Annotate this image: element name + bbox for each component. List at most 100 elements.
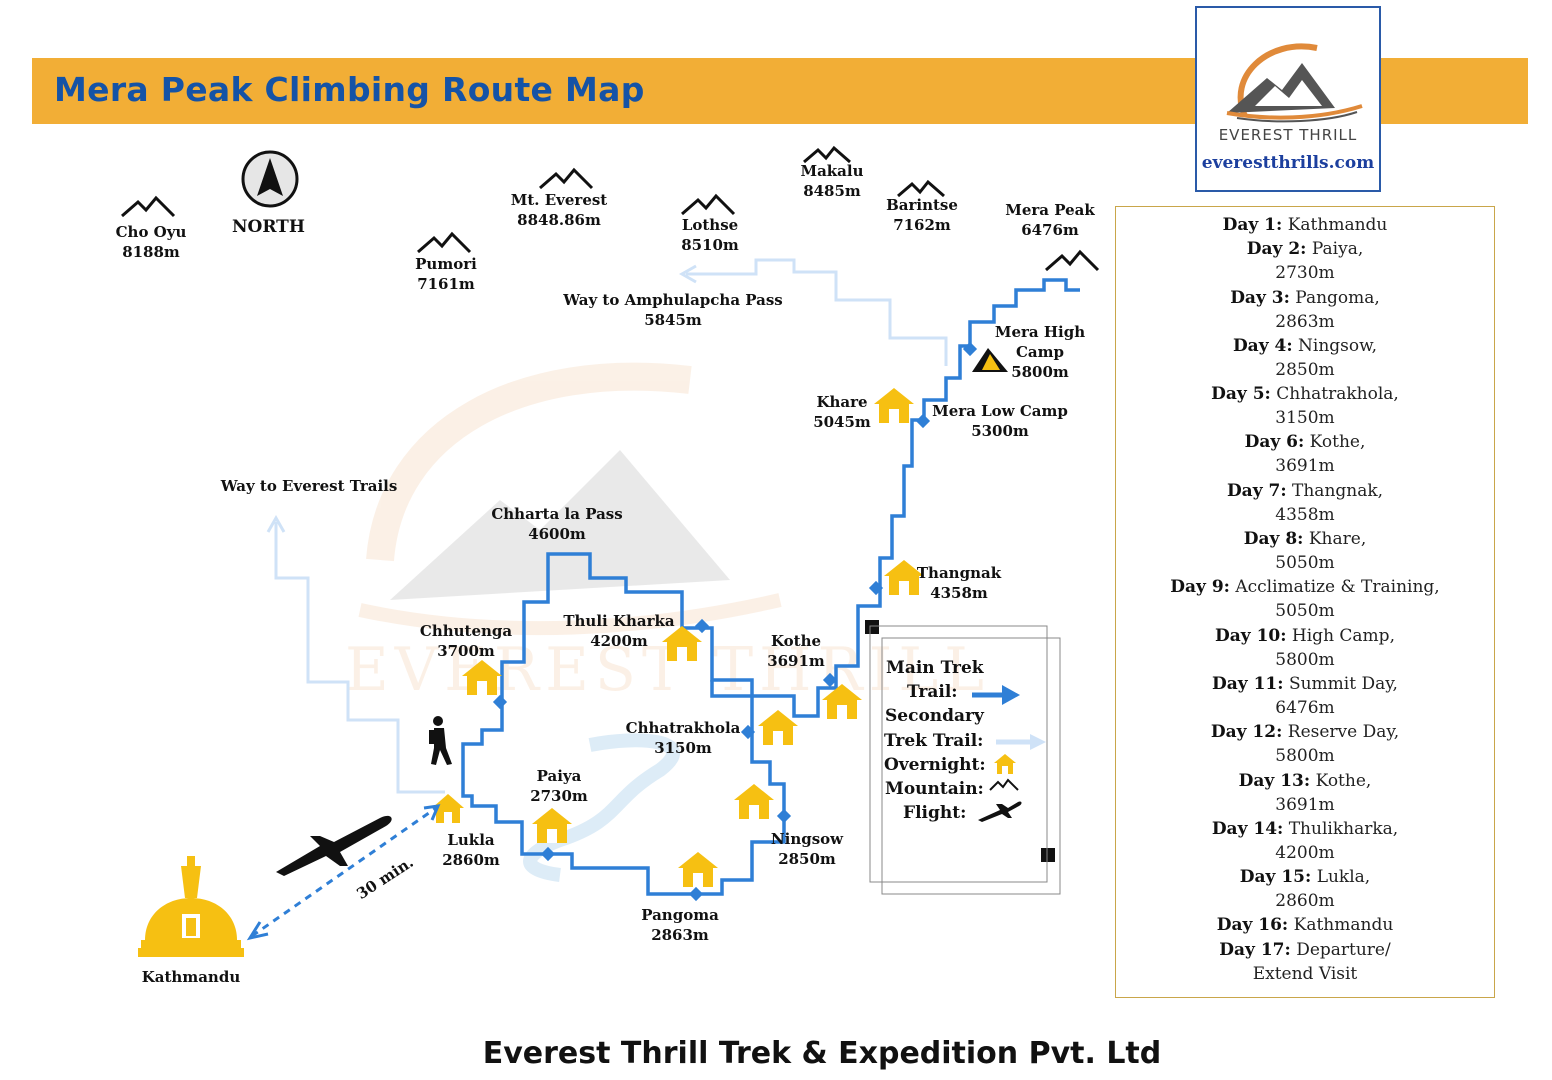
mountain-icons (121, 145, 1100, 272)
mountain-icon (803, 145, 851, 164)
mountain-altitude: 7162m (893, 216, 951, 234)
itinerary-day: Day 11: Summit Day,6476m (1116, 672, 1494, 720)
day-altitude: 5050m (1275, 553, 1335, 573)
day-destination: Departure/ (1296, 939, 1391, 960)
itinerary-day: Day 2: Paiya,2730m (1116, 237, 1494, 285)
mountain-altitude: 8485m (803, 182, 861, 200)
day-destination: Thangnak, (1292, 480, 1384, 501)
day-destination: Lukla, (1316, 867, 1371, 888)
mountain-name: Cho Oyu (115, 223, 187, 241)
flight-route (251, 806, 437, 938)
legend-frame (881, 637, 1061, 895)
day-destination: Kathmandu (1293, 915, 1394, 936)
mountain-label-everest: Mt. Everest 8848.86m (500, 190, 618, 230)
mountain-altitude: 8848.86m (517, 211, 601, 229)
day-number: Day 14: (1211, 818, 1284, 839)
mountain-altitude: 8188m (122, 243, 180, 261)
compass-label: NORTH (232, 217, 305, 237)
mountain-altitude: 7161m (417, 275, 475, 293)
house-icon (734, 784, 774, 819)
legend-overnight: Overnight: (884, 755, 986, 775)
square-marker (865, 620, 879, 634)
company-footer: Everest Thrill Trek & Expedition Pvt. Lt… (482, 1036, 1162, 1071)
legend-mountain: Mountain: (885, 779, 984, 799)
mountain-icon (539, 167, 594, 190)
day-number: Day 5: (1211, 384, 1271, 405)
day-altitude: 2863m (1275, 311, 1335, 332)
day-altitude: 3691m (1275, 794, 1335, 815)
day-altitude: 4358m (1275, 504, 1335, 525)
website-link[interactable]: everestthrills.com (1201, 153, 1375, 173)
day-number: Day 6: (1244, 432, 1305, 453)
day-destination: Khare, (1308, 529, 1367, 549)
itinerary-day: Day 16: Kathmandu (1116, 913, 1494, 937)
legend-main-trail-1: Main Trek (886, 658, 984, 678)
day-altitude: 5800m (1275, 746, 1335, 767)
mountain-icon (897, 179, 945, 198)
mountain-icon (681, 193, 736, 216)
day-altitude: 2860m (1275, 891, 1335, 912)
waypoint-markers (492, 341, 978, 902)
day-destination: Summit Day, (1288, 673, 1398, 694)
river (523, 733, 680, 882)
house-icon (462, 660, 502, 695)
mountain-icon (417, 231, 472, 254)
day-number: Day 10: (1215, 625, 1287, 646)
itinerary-day: Day 9: Acclimatize & Training,5050m (1116, 575, 1494, 623)
airplane-icon (276, 815, 392, 876)
day-altitude: 4200m (1275, 842, 1335, 863)
logo-box[interactable]: EVEREST THRILL everestthrills.com (1195, 6, 1381, 192)
legend: Main Trek Trail: Secondary Trek Trail: O… (880, 636, 1050, 886)
day-number: Day 9: (1170, 577, 1230, 598)
day-destination: Kothe, (1315, 770, 1372, 791)
itinerary-day: Day 5: Chhatrakhola,3150m (1116, 382, 1494, 430)
main-trail (461, 278, 1080, 896)
legend-secondary-1: Secondary (885, 706, 984, 726)
day-destination: Kothe, (1309, 432, 1366, 453)
page-title: Mera Peak Climbing Route Map (54, 70, 645, 109)
everest-thrill-logo-icon (1226, 43, 1363, 123)
day-altitude: 3150m (1275, 408, 1335, 429)
day-number: Day 13: (1238, 770, 1311, 791)
house-icon (758, 710, 798, 745)
itinerary-day: Day 13: Kothe, 3691m (1116, 769, 1494, 817)
mountain-label-cho-oyu: Cho Oyu 8188m (100, 222, 202, 262)
itinerary-day: Day 4: Ningsow, 2850m (1116, 334, 1494, 382)
day-destination: Ningsow, (1298, 335, 1378, 356)
house-icon (822, 684, 862, 719)
day-destination: Thulikharka, (1288, 818, 1399, 839)
house-icon (874, 388, 914, 423)
day-number: Day 1: (1222, 215, 1283, 235)
day-destination: High Camp, (1291, 625, 1395, 646)
day-number: Day 12: (1210, 722, 1283, 743)
mountain-icon (1045, 249, 1100, 272)
mountain-name: Mt. Everest (510, 191, 608, 209)
itinerary-day: Day 17: Departure/Extend Visit (1116, 938, 1494, 986)
arrow-head-icon (246, 921, 269, 941)
legend-main-trail-2: Trail: (907, 682, 958, 702)
house-icon (532, 808, 572, 843)
mountain-label-pumori: Pumori 7161m (395, 254, 497, 294)
day-altitude: 5800m (1275, 649, 1335, 670)
day-destination: Kathmandu (1287, 215, 1388, 235)
day-altitude: 2730m (1275, 263, 1335, 284)
day-number: Day 15: (1239, 867, 1312, 888)
day-altitude: 2850m (1275, 359, 1335, 380)
mountain-name: Pumori (415, 255, 477, 273)
stupa-icon (138, 856, 244, 957)
day-number: Day 4: (1232, 335, 1293, 356)
mountain-altitude: 8510m (681, 236, 739, 254)
day-number: Day 3: (1230, 287, 1290, 308)
day-number: Day 7: (1226, 480, 1287, 501)
itinerary-day: Day 12: Reserve Day,5800m (1116, 720, 1494, 768)
secondary-trail (266, 258, 948, 794)
